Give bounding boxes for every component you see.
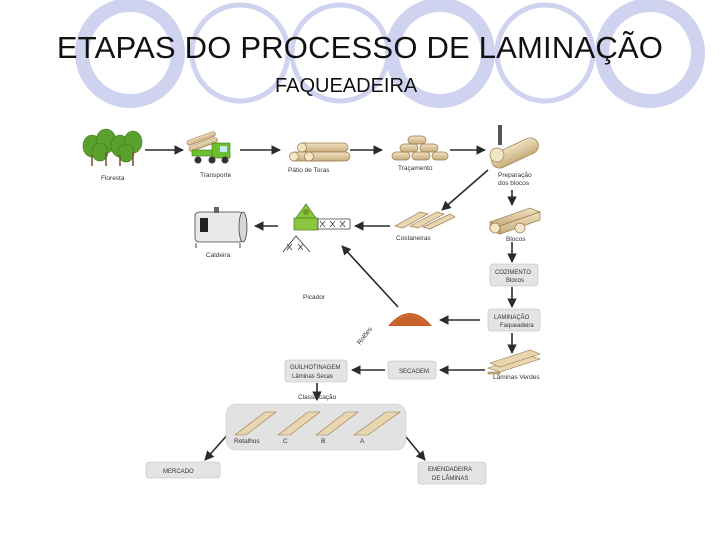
floresta-trees-icon [82, 128, 143, 166]
preparacao-saw-icon [489, 125, 539, 169]
costaneiras-slabs-icon [394, 211, 456, 230]
label-laminacao-2: Faqueadeira [500, 323, 534, 329]
blocos-icon [489, 207, 541, 235]
label-preparacao-2: dos blocos [498, 180, 530, 187]
guilhotinagem-box [284, 359, 348, 383]
label-tracamento: Traçamento [398, 165, 433, 172]
ring-5 [494, 2, 596, 104]
sheet-b [315, 411, 359, 436]
classificacao-panel [225, 403, 407, 451]
sheet-c [277, 411, 321, 436]
cozimento-box [489, 263, 539, 287]
tracamento-logs-icon [391, 135, 449, 161]
label-costaneiras: Costaneiras [396, 235, 431, 242]
mercado-box [145, 461, 221, 479]
label-guilhotinagem-1: GUILHOTINAGEM [290, 365, 340, 371]
sheet-a [353, 411, 401, 436]
ring-1 [75, 0, 185, 108]
label-transporte: Transporte [200, 172, 232, 179]
label-mercado: MERCADO [163, 469, 194, 475]
label-guilhotinagem-2: Lâminas Secas [292, 374, 333, 380]
label-picador: Picador [303, 294, 326, 301]
emendadeira-box [417, 461, 487, 485]
label-cozimento-1: COZIMENTO [495, 270, 531, 276]
label-floresta: Floresta [101, 175, 125, 182]
cavacos-chip-pile-icon [388, 313, 432, 326]
label-laminas-verdes: Lâminas Verdes [493, 374, 540, 381]
picador-chipper-icon [282, 203, 351, 253]
ring-2 [189, 2, 291, 104]
label-grade-b: B [321, 438, 325, 445]
patio-logs-icon [289, 142, 351, 162]
caldeira-boiler-icon [194, 207, 248, 248]
laminas-verdes-icon [487, 349, 541, 375]
label-cozimento-2: Blocos [506, 278, 524, 284]
arrow-cavacos-picador [341, 245, 399, 308]
label-preparacao-1: Preparação [498, 172, 532, 179]
page-title: ETAPAS DO PROCESSO DE LAMINAÇÃO [56, 30, 664, 65]
transporte-truck-icon [186, 131, 231, 164]
label-grade-a: A [360, 438, 365, 445]
ring-6 [595, 0, 705, 108]
label-classificacao: Classificação [298, 394, 337, 401]
secagem-box [387, 360, 437, 380]
ring-4 [385, 0, 495, 108]
label-grade-c: C [283, 438, 288, 445]
sheet-retalhos [234, 411, 277, 436]
decorative-rings [75, 0, 705, 108]
arrow-preparacao-costaneiras [441, 169, 489, 211]
label-emendadeira-2: DE LÂMINAS [432, 475, 468, 482]
label-blocos: Blocos [506, 236, 526, 243]
label-secagem: SECAGEM [399, 369, 429, 375]
label-rolos: Rolões [356, 325, 374, 346]
label-patio: Pátio de Toras [288, 167, 330, 174]
label-emendadeira-1: EMENDADEIRA [428, 467, 472, 473]
laminacao-box [487, 308, 541, 332]
page-subtitle: FAQUEADEIRA [275, 75, 418, 97]
label-caldeira: Caldeira [206, 252, 231, 259]
label-retalhos: Retalhos [234, 438, 260, 445]
label-laminacao-1: LAMINAÇÃO [494, 314, 530, 321]
